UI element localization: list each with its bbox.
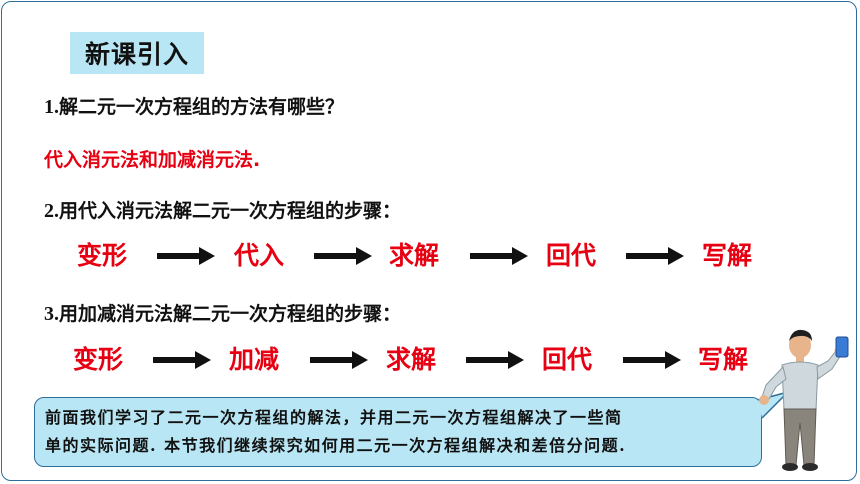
speech-bubble: 前面我们学习了二元一次方程组的解法，并用二元一次方程组解决了一些简 单的实际问题…: [34, 397, 762, 467]
step-item: 变形: [76, 241, 127, 270]
step-item: 写解: [701, 241, 752, 270]
right-arrow-icon: [157, 247, 215, 265]
question-3: 3.用加减消元法解二元一次方程组的步骤：: [44, 299, 401, 326]
section-title: 新课引入: [70, 32, 204, 74]
bubble-line-1: 前面我们学习了二元一次方程组的解法，并用二元一次方程组解决了一些简: [45, 408, 623, 427]
step-item: 回代: [545, 241, 596, 270]
step-item: 求解: [385, 345, 436, 374]
right-arrow-icon: [310, 351, 368, 369]
answer-1: 代入消元法和加减消元法.: [44, 149, 261, 171]
question-1-text: 解二元一次方程组的方法有哪些？: [59, 96, 345, 118]
teacher-illustration: [759, 329, 849, 471]
question-2-number: 2.: [44, 200, 59, 222]
elimination-steps: 变形 加减 求解 回代 写解: [0, 340, 860, 380]
question-3-text: 用加减消元法解二元一次方程组的步骤：: [59, 303, 402, 325]
right-arrow-icon: [623, 351, 681, 369]
question-2-text: 用代入消元法解二元一次方程组的步骤：: [59, 200, 402, 222]
right-arrow-icon: [626, 247, 684, 265]
step-item: 代入: [233, 241, 284, 270]
step-item: 求解: [388, 241, 439, 270]
step-item: 写解: [697, 345, 748, 374]
step-item: 回代: [541, 345, 592, 374]
step-item: 变形: [72, 345, 123, 374]
question-1: 1.解二元一次方程组的方法有哪些？: [44, 92, 344, 119]
question-2: 2.用代入消元法解二元一次方程组的步骤：: [44, 196, 401, 223]
right-arrow-icon: [470, 247, 528, 265]
substitution-steps: 变形 代入 求解 回代 写解: [0, 236, 860, 276]
right-arrow-icon: [314, 247, 372, 265]
question-1-number: 1.: [44, 96, 59, 118]
question-3-number: 3.: [44, 303, 59, 325]
right-arrow-icon: [153, 351, 211, 369]
right-arrow-icon: [466, 351, 524, 369]
bubble-line-2: 单的实际问题. 本节我们继续探究如何用二元一次方程组解决和差倍分问题.: [45, 436, 627, 455]
step-item: 加减: [228, 345, 279, 374]
